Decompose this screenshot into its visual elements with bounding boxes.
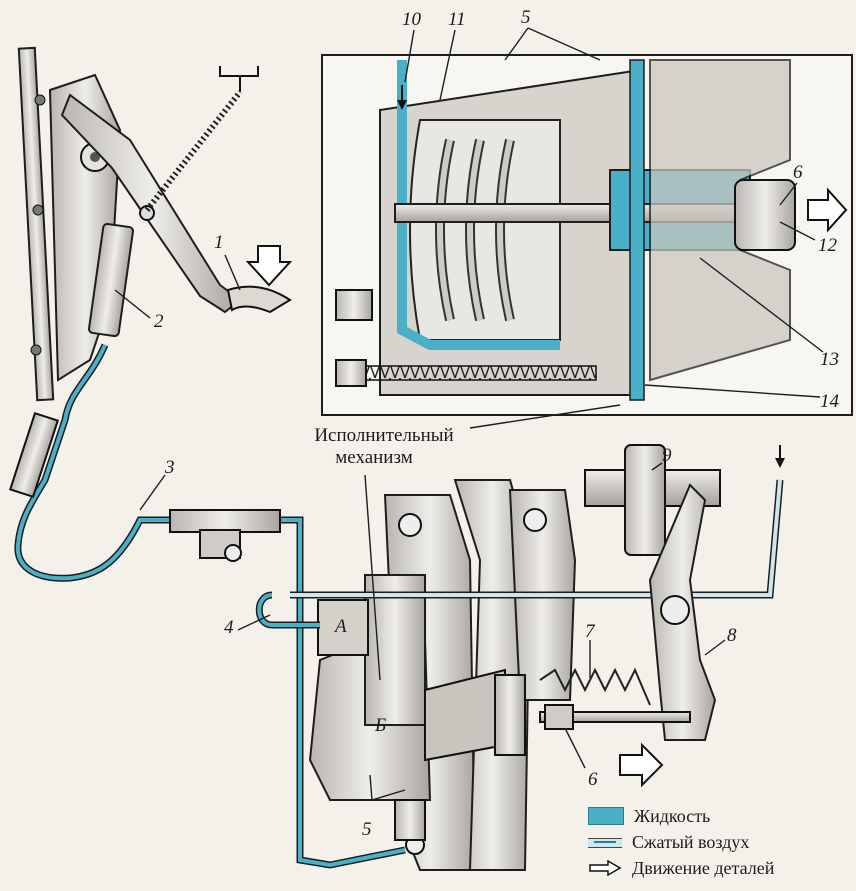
inset-callout-lines [404,27,824,429]
hose-corrugated [8,411,60,499]
pedal-pad [226,285,292,314]
legend: Жидкость Сжатый воздух Движение деталей [588,803,850,881]
compressed-air-swatch [588,834,622,850]
shaft-bearing [624,444,666,556]
chamber-label-a: А [335,616,347,637]
line-fitting [169,509,281,533]
callout-12: 12 [818,235,837,256]
callout-7: 7 [585,621,595,642]
hydraulic-line [8,343,406,869]
return-spring [539,667,651,706]
callout-5-bottom: 5 [362,819,372,840]
callout-3: 3 [165,457,175,478]
clutch-actuator-assembly [255,444,785,871]
callout-10: 10 [402,9,421,30]
legend-item-liquid: Жидкость [588,803,850,829]
callout-13: 13 [820,349,839,370]
callout-11: 11 [448,9,466,30]
pedal-mounting-plate [17,46,55,402]
fluid-passage [629,59,645,401]
legend-item-compressed-air: Сжатый воздух [588,829,850,855]
adjusting-rod [539,711,691,723]
actuator-detail-inset [321,54,853,416]
rod-motion-arrow [807,187,848,233]
pedal-lever [60,93,242,314]
legend-label-compressed-air: Сжатый воздух [632,831,750,852]
callout-9: 9 [662,445,672,466]
fluid-channel [397,60,560,350]
callout-1: 1 [214,232,224,253]
actuator-caption: Исполнительный механизм [284,425,484,469]
callout-2: 2 [154,311,164,332]
actuator-caption-line2: механизм [335,446,413,468]
actuator-caption-line1: Исполнительный [314,425,454,446]
callout-14: 14 [820,391,839,412]
callout-6-bottom: 6 [588,769,598,790]
liquid-swatch [588,807,624,825]
lever-motion-arrow [619,742,664,788]
callout-5-top: 5 [521,7,531,28]
spring-anchor [219,66,259,77]
push-arrow [245,245,293,287]
callout-4: 4 [224,617,234,638]
legend-label-liquid: Жидкость [634,805,711,826]
motion-arrow-icon [588,860,622,876]
callout-8: 8 [727,625,737,646]
main-callout-lines [114,254,726,801]
pedal-assembly [17,46,293,402]
callout-6-top: 6 [793,162,803,183]
legend-item-parts-motion: Движение деталей [588,855,850,881]
legend-label-parts-motion: Движение деталей [632,857,775,878]
pedal-return-spring [144,90,243,212]
master-cylinder [88,222,134,338]
chamber-label-b: Б [375,715,387,736]
